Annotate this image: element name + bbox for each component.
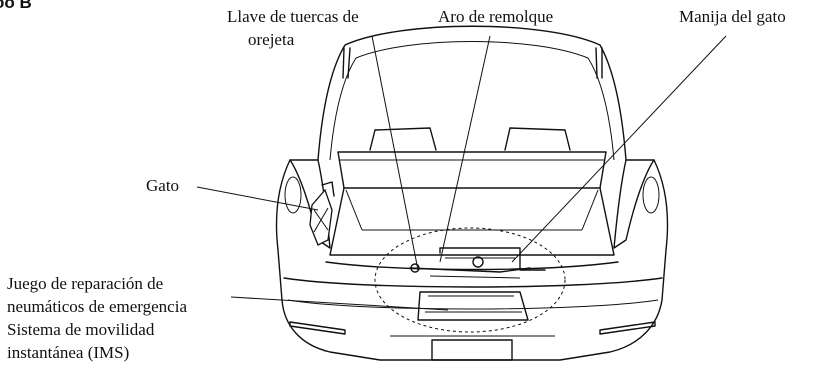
lug-wrench-tool xyxy=(409,267,531,273)
label-repair-kit-line3: Sistema de movilidad xyxy=(7,320,155,339)
tailgate-outer xyxy=(317,25,627,161)
jack-bracket xyxy=(321,181,335,197)
cargo-floor xyxy=(329,187,615,256)
cargo-side-right xyxy=(581,189,599,231)
tool-line-3 xyxy=(429,275,521,279)
label-repair-kit-line4: instantánea (IMS) xyxy=(7,343,130,362)
leader-lug-wrench xyxy=(371,35,419,271)
tailgate-inner xyxy=(329,41,615,161)
label-lug-wrench-line2: orejeta xyxy=(248,30,295,49)
left-reflector xyxy=(289,321,346,335)
right-tail-light xyxy=(613,159,655,249)
left-strut-2 xyxy=(347,47,351,79)
label-tow-hook: Aro de remolque xyxy=(438,7,554,26)
leader-repair-kit xyxy=(230,296,449,311)
sill xyxy=(325,261,619,271)
jack-handle-tool xyxy=(439,247,546,271)
tow-hook-tool xyxy=(472,256,484,268)
label-repair-kit-line1: Juego de reparación de xyxy=(7,274,164,293)
label-jack: Gato xyxy=(146,176,180,195)
left-strut xyxy=(342,47,345,79)
seat-back-right xyxy=(504,127,571,151)
left-tail-light xyxy=(289,159,331,249)
jack-body xyxy=(309,188,333,246)
spare-well xyxy=(374,227,566,333)
right-strut xyxy=(595,47,598,79)
parcel-shelf xyxy=(337,151,607,189)
jack-scissor xyxy=(313,207,329,233)
left-light-lens xyxy=(284,176,302,214)
car-body-outline xyxy=(275,159,669,361)
leader-tow-hook xyxy=(439,35,491,263)
label-lug-wrench-line1: Llave de tuercas de xyxy=(227,7,359,26)
label-repair-kit-line2: neumáticos de emergencia xyxy=(7,297,187,316)
bumper-lower-line xyxy=(287,299,659,310)
repair-kit-box xyxy=(417,291,529,321)
right-light-lens xyxy=(642,176,660,214)
label-jack-handle: Manija del gato xyxy=(679,7,786,26)
license-plate xyxy=(431,339,513,361)
leader-jack xyxy=(196,186,319,211)
right-reflector xyxy=(599,321,656,335)
figure-corner-label: oo B xyxy=(0,0,32,12)
bumper-line xyxy=(283,277,663,288)
seat-back-left xyxy=(369,127,437,151)
lug-wrench-head xyxy=(410,263,420,273)
leader-jack-handle xyxy=(511,35,727,263)
cargo-side-left xyxy=(345,189,363,231)
